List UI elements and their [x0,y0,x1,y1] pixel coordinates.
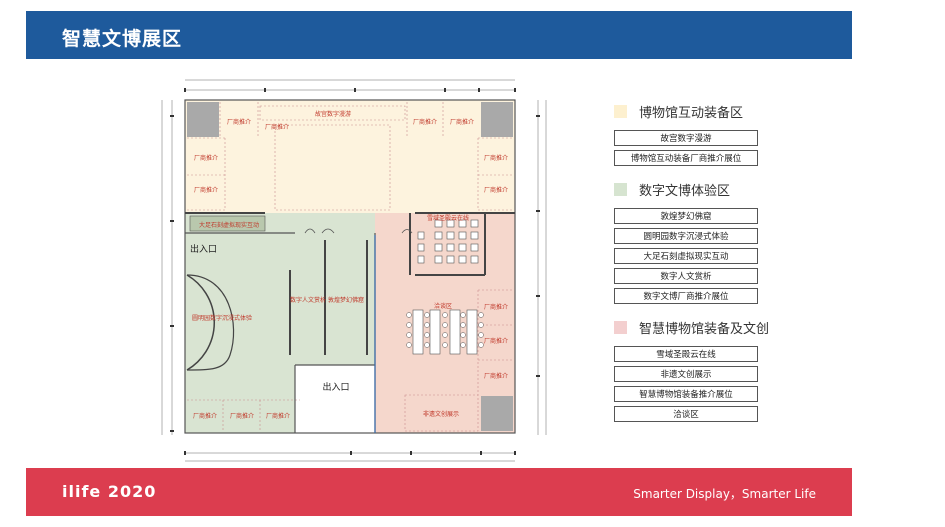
legend-item: 非遗文创展示 [614,366,758,382]
booth-outlines [187,102,513,432]
label-entrance-left: 出入口 [190,243,217,255]
label-ad-bottom-1: 厂商推介 [193,412,217,420]
circular-immersive-room [186,274,215,371]
label-entrance-bottom: 出入口 [322,381,349,393]
label-ad-left-1: 厂商推介 [194,154,218,162]
corner-block-top-left [187,102,219,137]
label-ad-top-3: 厂商推介 [413,118,437,126]
header-bar: 智慧文博展区 [26,11,852,59]
label-ad-right-2: 厂商推介 [484,186,508,194]
label-ad-sr-2: 厂商推介 [484,337,508,345]
legend-category: 数字文博体验区 [614,180,814,199]
label-ad-bottom-2: 厂商推介 [230,412,254,420]
legend-item: 圆明园数字沉浸式体验 [614,228,758,244]
legend-category-label: 智慧博物馆装备及文创 [639,322,770,337]
legend-group-interactive: 博物馆互动装备区 故宫数字漫游 博物馆互动装备厂商推介展位 [614,102,814,166]
legend-item: 数字人文赏析 [614,268,758,284]
legend-item: 智慧博物馆装备推介展位 [614,386,758,402]
seat-grid [417,219,479,264]
dimension-ticks [170,88,540,455]
label-palace-roaming: 故宫数字漫游 [315,110,351,118]
floor-plan: 故宫数字漫游 厂商推介 厂商推介 厂商推介 厂商推介 厂商推介 厂商推介 厂商推… [161,79,547,462]
corner-block-top-right [481,102,513,137]
legend-item: 故宫数字漫游 [614,130,758,146]
legend-swatch [614,183,627,196]
legend-item: 雪域圣殿云在线 [614,346,758,362]
label-ad-sr-1: 厂商推介 [484,303,508,311]
zone-museum-interactive [185,100,515,230]
legend-item: 大足石刻虚拟现实互动 [614,248,758,264]
footer-bar: ilife 2020 Smarter Display，Smarter Life [26,468,852,516]
label-ad-left-2: 厂商推介 [194,186,218,194]
legend-group-smart: 智慧博物馆装备及文创 雪域圣殿云在线 非遗文创展示 智慧博物馆装备推介展位 洽谈… [614,318,814,422]
legend-swatch [614,321,627,334]
legend-item: 洽谈区 [614,406,758,422]
corner-block-bottom-right [481,396,513,431]
legend-swatch [614,105,627,118]
legend-item: 博物馆互动装备厂商推介展位 [614,150,758,166]
negotiation-tables [412,309,478,355]
label-negotiation: 洽谈区 [434,302,452,310]
label-ad-right-1: 厂商推介 [484,154,508,162]
legend-group-digital: 数字文博体验区 敦煌梦幻佛窟 圆明园数字沉浸式体验 大足石刻虚拟现实互动 数字人… [614,180,814,304]
label-yuanmingyuan: 圆明园数字沉浸式体验 [192,314,252,322]
legend-category-label: 数字文博体验区 [639,184,731,199]
label-ad-sr-3: 厂商推介 [484,372,508,380]
circular-immersive-arc [186,274,235,371]
legend: 博物馆互动装备区 故宫数字漫游 博物馆互动装备厂商推介展位 数字文博体验区 敦煌… [614,102,814,436]
brand-logo: ilife 2020 [62,482,157,501]
label-digital-people: 数字人文赏析 [290,296,326,304]
label-feiyi: 非遗文创展示 [423,410,459,418]
partitions [185,212,515,355]
door-arcs [304,228,413,234]
legend-category: 智慧博物馆装备及文创 [614,318,814,337]
label-dunhuang: 敦煌梦幻佛窟 [328,296,364,304]
legend-item: 敦煌梦幻佛窟 [614,208,758,224]
footer-slogan: Smarter Display，Smarter Life [633,487,816,501]
label-ad-top-2: 厂商推介 [265,123,289,131]
label-ad-bottom-3: 厂商推介 [266,412,290,420]
label-ad-top-1: 厂商推介 [227,118,251,126]
page-title: 智慧文博展区 [62,28,183,50]
entrance-cutout [295,365,375,433]
label-xueyu: 雪域圣殿云在线 [427,214,469,222]
label-ad-top-4: 厂商推介 [450,118,474,126]
dazu-booth [189,215,266,232]
negotiation-chairs [406,312,484,348]
legend-category-label: 博物馆互动装备区 [639,106,744,121]
legend-item: 数字文博厂商推介展位 [614,288,758,304]
label-dazu: 大足石刻虚拟现实互动 [199,221,259,229]
legend-category: 博物馆互动装备区 [614,102,814,121]
